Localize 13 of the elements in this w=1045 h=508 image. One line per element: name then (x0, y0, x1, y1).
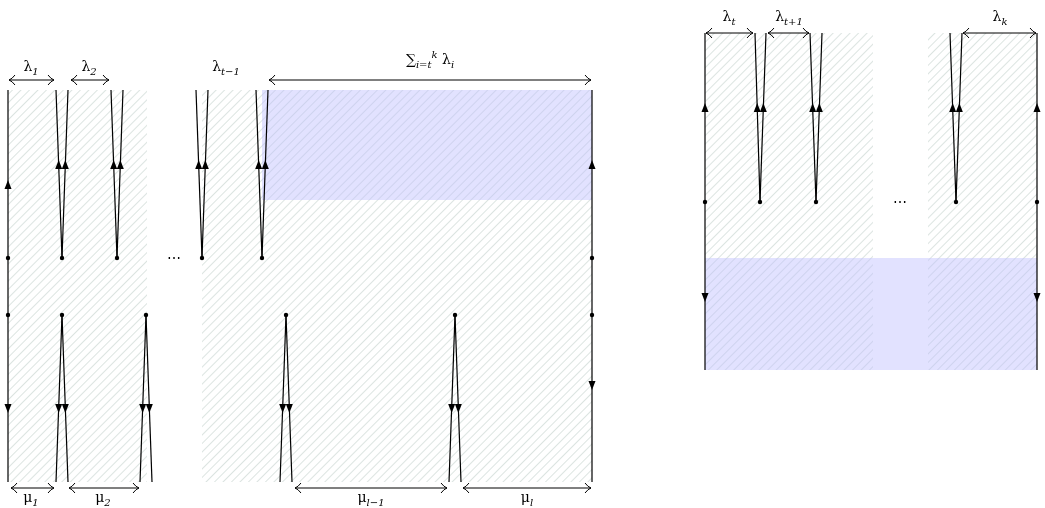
dimension-label: λ$_{2}$ (81, 59, 97, 77)
dimension-label: μ$_{l}$ (520, 490, 534, 508)
ellipsis: ⋯ (893, 195, 907, 209)
dimension-label: λ$_{t−1}$ (212, 59, 240, 77)
dimension-label: μ$_{2}$ (95, 490, 111, 508)
ellipsis: ⋯ (167, 251, 181, 265)
dimension-label: μ$_{1}$ (23, 490, 39, 508)
dimension-label: λ$_{1}$ (23, 59, 39, 77)
dimension-label: μ$_{l−1}$ (357, 490, 385, 508)
dimension-label: λ$_{k}$ (992, 9, 1008, 27)
dimension-label: λ$_{t}$ (722, 9, 736, 27)
dimension-label: λ$_{t+1}$ (775, 9, 803, 27)
dimension-label: ∑$_{i=t}$$^{k}$ λ$_{i}$ (405, 50, 455, 70)
